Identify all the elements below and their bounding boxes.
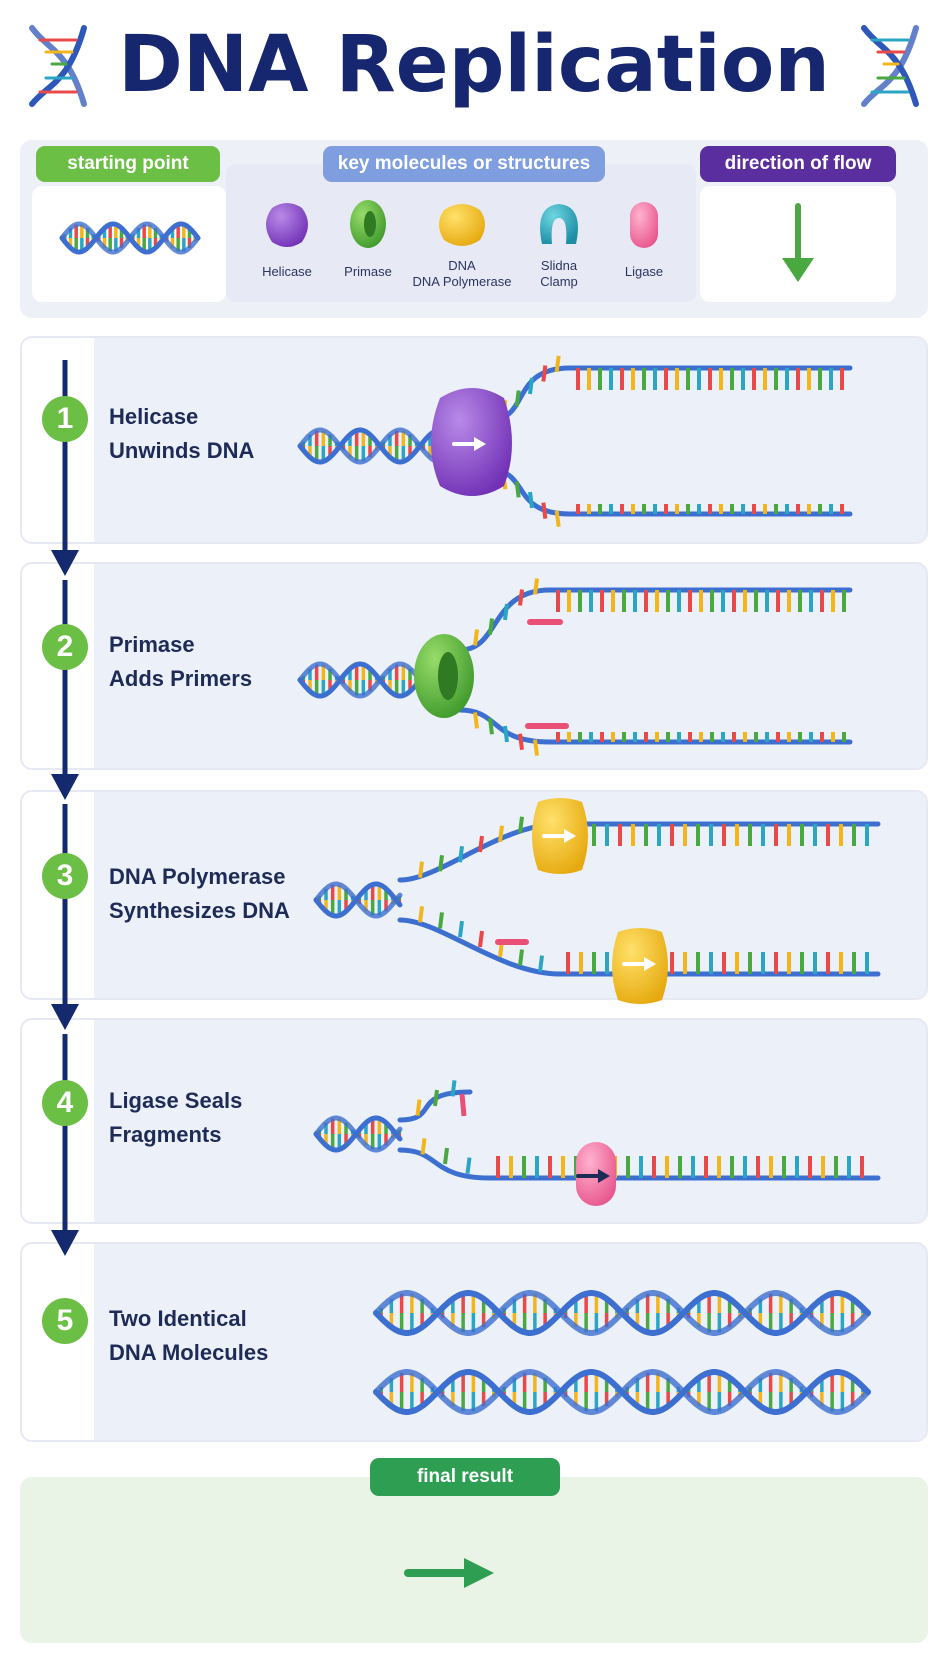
arrow-right-icon [404, 1558, 494, 1588]
step-3-title: DNA Polymerase Synthesizes DNA [109, 864, 290, 923]
arrow-down-icon [782, 203, 814, 282]
step-1-number: 1 [42, 396, 88, 442]
direction-of-flow-label: direction of flow [700, 146, 896, 182]
legend-panel: starting point key molecules or structur… [20, 140, 928, 318]
step-4-title: Ligase Seals Fragments [109, 1088, 243, 1147]
step-5-illustration [373, 1290, 871, 1415]
molecule-label-primase: Primase [344, 264, 392, 279]
dna-helix-icon [29, 25, 87, 107]
helicase-icon [266, 203, 308, 247]
page-title: DNA Replication [118, 20, 830, 110]
step-5-number: 5 [42, 1298, 88, 1344]
molecule-label-polymerase: DNA DNA Polymerase [412, 258, 512, 289]
ligase-icon [630, 202, 658, 248]
step-4-number: 4 [42, 1080, 88, 1126]
title-bar: DNA Replication [0, 0, 948, 130]
step-2-number: 2 [42, 624, 88, 670]
step-2-illustration [297, 578, 853, 756]
molecule-label-clamp: Slidna Clamp [540, 258, 578, 289]
step-5-title: Two Identical DNA Molecules [109, 1306, 269, 1365]
step-4-panel [20, 1018, 928, 1224]
dna-polymerase-icon [439, 204, 485, 246]
step-1-illustration [297, 355, 853, 527]
flow-arrow [51, 360, 79, 1256]
sliding-clamp-icon [540, 204, 578, 244]
dna-helix-icon [861, 25, 919, 107]
molecule-label-helicase: Helicase [262, 264, 312, 279]
final-result-label: final result [370, 1458, 560, 1496]
primase-icon [350, 200, 386, 248]
molecule-label-ligase: Ligase [624, 264, 664, 279]
dna-strand-icon [59, 221, 201, 255]
step-2-title: Primase Adds Primers [109, 632, 253, 691]
step-3-number: 3 [42, 853, 88, 899]
final-result-panel [20, 1477, 928, 1643]
step-4-illustration [313, 1080, 881, 1206]
step-1-title: Helicase Unwinds DNA [109, 404, 255, 463]
starting-point-label: starting point [36, 146, 220, 182]
step-3-illustration [313, 798, 881, 1004]
direction-card [700, 186, 896, 302]
key-molecules-label: key molecules or structures [323, 146, 605, 182]
starting-point-card [32, 186, 226, 302]
